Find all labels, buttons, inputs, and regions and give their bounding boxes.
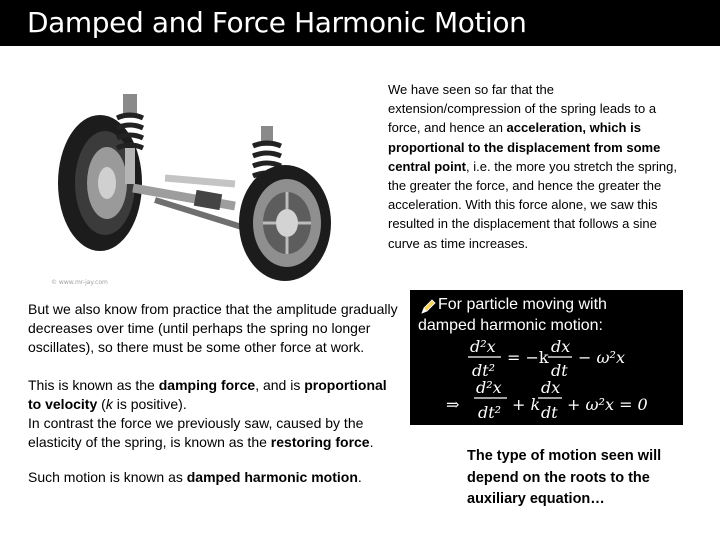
- intro-bold: acceleration, which is proportional to t…: [388, 120, 661, 174]
- damped-motion-paragraph: Such motion is known as damped harmonic …: [28, 469, 362, 486]
- image-credit: © www.mr-jay.com: [51, 279, 108, 286]
- slide-title: Damped and Force Harmonic Motion: [27, 6, 527, 39]
- amplitude-paragraph: But we also know from practice that the …: [28, 301, 398, 356]
- auxiliary-equation-note: The type of motion seen will depend on t…: [467, 448, 662, 507]
- svg-text:⇒: ⇒: [446, 395, 459, 414]
- svg-text:dt: dt: [541, 403, 558, 422]
- intro-paragraph: We have seen so far that the extension/c…: [388, 82, 678, 251]
- svg-text:dt: dt: [551, 361, 568, 380]
- equation-intro-line2: damped harmonic motion:: [418, 317, 603, 334]
- svg-text:d²x: d²x: [476, 378, 502, 397]
- svg-text:= −k: = −k: [507, 348, 549, 367]
- svg-text:d²x: d²x: [470, 337, 496, 356]
- svg-text:dx: dx: [551, 337, 570, 356]
- svg-text:+ ω²x = 0: + ω²x = 0: [567, 395, 648, 414]
- title-bar: Damped and Force Harmonic Motion: [0, 0, 720, 46]
- damping-paragraph: This is known as the damping force, and …: [28, 376, 387, 412]
- suspension-illustration: © www.mr-jay.com: [51, 94, 331, 286]
- damping-explanation: But we also know from practice that the …: [28, 300, 398, 488]
- svg-text:dx: dx: [541, 378, 560, 397]
- equation-intro-line1: For particle moving with: [438, 296, 607, 313]
- svg-text:+ k: + k: [512, 395, 540, 414]
- svg-text:dt²: dt²: [478, 403, 501, 422]
- svg-text:− ω²x: − ω²x: [578, 348, 625, 367]
- restoring-paragraph: In contrast the force we previously saw,…: [28, 415, 374, 451]
- pencil-icon: [421, 299, 436, 314]
- equation-box: For particle moving with damped harmonic…: [410, 290, 683, 425]
- svg-text:dt²: dt²: [472, 361, 495, 380]
- damped-motion-equations: d²x dt² = −k dx dt − ω²x ⇒ d²x dt² + k d…: [446, 337, 648, 422]
